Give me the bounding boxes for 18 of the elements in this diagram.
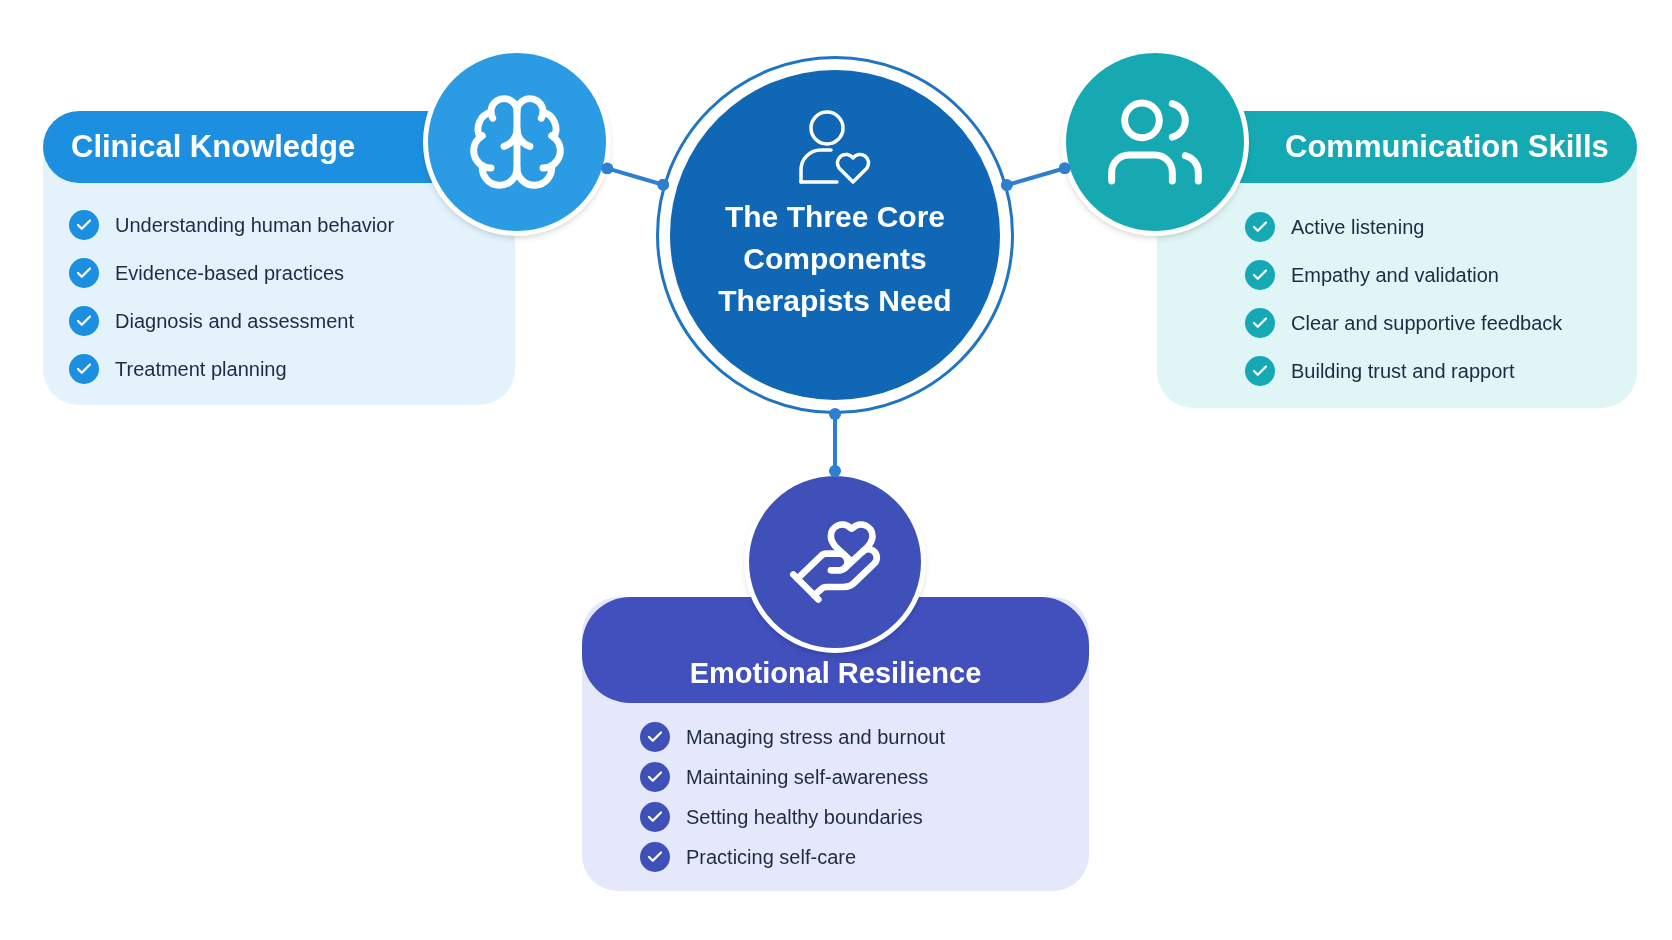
list-item: Treatment planning — [115, 357, 287, 382]
component-card — [1157, 111, 1637, 408]
list-item: Setting healthy boundaries — [686, 805, 923, 830]
list-item: Practicing self-care — [686, 845, 857, 870]
component-card — [43, 111, 515, 405]
list-item: Managing stress and burnout — [686, 725, 946, 750]
connector-line — [1000, 162, 1071, 192]
list-item: Clear and supportive feedback — [1291, 311, 1563, 336]
connector-line — [601, 162, 670, 191]
list-item: Evidence-based practices — [115, 261, 344, 286]
list-item: Building trust and rapport — [1291, 359, 1515, 384]
component-card — [582, 597, 1089, 891]
list-item: Diagnosis and assessment — [115, 309, 354, 334]
list-item: Empathy and validation — [1291, 263, 1499, 288]
hub-title: The Three Core Components Therapists Need — [717, 199, 953, 319]
list-item: Active listening — [1291, 215, 1425, 240]
list-item: Understanding human behavior — [115, 213, 395, 238]
list-item: Maintaining self-awareness — [686, 765, 929, 790]
